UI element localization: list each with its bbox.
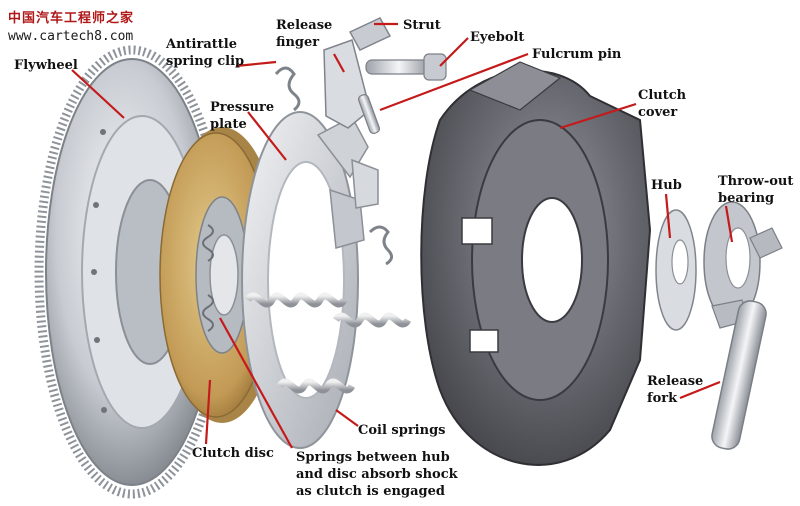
watermark-url: www.cartech8.com xyxy=(8,29,134,44)
pressure-plate-shape xyxy=(241,111,379,449)
label-fulcrum-pin: Fulcrum pin xyxy=(532,47,622,62)
release-fork-shape xyxy=(711,227,783,450)
clutch-cover-shape xyxy=(420,61,652,466)
release-finger-parts xyxy=(274,17,447,266)
label-flywheel: Flywheel xyxy=(14,58,78,73)
label-clutch-cover: Clutch cover xyxy=(638,88,687,120)
coil-springs-shape xyxy=(244,292,412,394)
label-antirattle-spring-clip: Antirattle spring clip xyxy=(166,37,245,69)
label-pressure-plate: Pressure plate xyxy=(210,100,275,132)
label-release-finger: Release finger xyxy=(276,18,333,50)
label-throw-out-bearing: Throw-out bearing xyxy=(718,174,794,206)
label-coil-springs: Coil springs xyxy=(358,423,446,438)
leader-lines xyxy=(71,22,734,449)
label-eyebolt: Eyebolt xyxy=(470,30,525,45)
label-springs-between-hub-and-disc: Springs between hub and disc absorb shoc… xyxy=(296,450,458,499)
label-hub: Hub xyxy=(651,178,682,193)
label-strut: Strut xyxy=(403,18,441,33)
hub-shape xyxy=(655,209,697,331)
label-clutch-disc: Clutch disc xyxy=(192,446,274,461)
label-release-fork: Release fork xyxy=(647,374,704,406)
watermark-site-name: 中国汽车工程师之家 xyxy=(8,11,135,26)
